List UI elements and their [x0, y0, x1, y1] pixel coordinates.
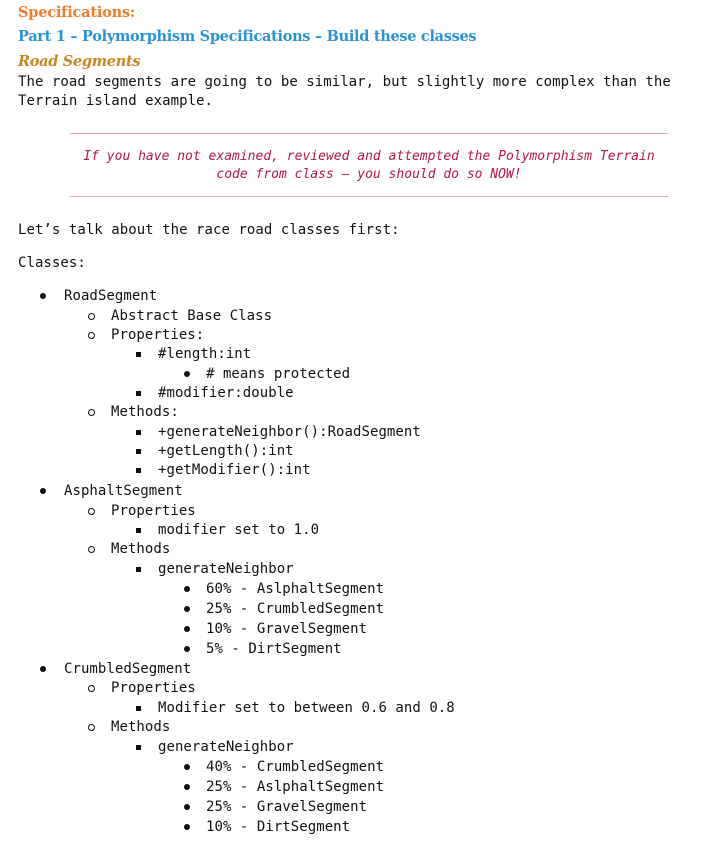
- classes-label: Classes:: [18, 255, 86, 271]
- circle-bullet-icon: [88, 332, 95, 339]
- lead-paragraph: Let’s talk about the race road classes f…: [18, 222, 400, 238]
- square-bullet-icon: [136, 745, 141, 750]
- square-bullet-icon: [136, 468, 141, 473]
- square-bullet-icon: [136, 449, 141, 454]
- disc-bullet-icon: [184, 804, 190, 810]
- road-segments-heading: Road Segments: [18, 53, 141, 70]
- disc-bullet-icon: [40, 293, 46, 299]
- square-bullet-icon: [136, 352, 141, 357]
- disc-bullet-icon: [184, 626, 190, 632]
- disc-bullet-icon: [184, 606, 190, 612]
- square-bullet-icon: [136, 528, 141, 533]
- disc-bullet-icon: [184, 646, 190, 652]
- disc-bullet-icon: [184, 784, 190, 790]
- part-1-heading: Part 1 – Polymorphism Specifications – B…: [18, 28, 477, 45]
- disc-bullet-icon: [184, 824, 190, 830]
- circle-bullet-icon: [88, 508, 95, 515]
- square-bullet-icon: [136, 391, 141, 396]
- warning-line-1: If you have not examined, reviewed and a…: [83, 149, 655, 164]
- square-bullet-icon: [136, 567, 141, 572]
- warning-line-2: code from class – you should do so NOW!: [216, 167, 522, 182]
- square-bullet-icon: [136, 706, 141, 711]
- disc-bullet-icon: [184, 764, 190, 770]
- warning-callout-text: If you have not examined, reviewed and a…: [70, 148, 668, 184]
- warning-callout: If you have not examined, reviewed and a…: [70, 133, 668, 197]
- specifications-heading: Specifications:: [18, 4, 136, 21]
- circle-bullet-icon: [88, 313, 95, 320]
- disc-bullet-icon: [40, 488, 46, 494]
- disc-bullet-icon: [40, 666, 46, 672]
- circle-bullet-icon: [88, 546, 95, 553]
- disc-bullet-icon: [184, 586, 190, 592]
- intro-paragraph: The road segments are going to be simila…: [18, 74, 671, 109]
- disc-bullet-icon: [184, 371, 190, 377]
- circle-bullet-icon: [88, 724, 95, 731]
- square-bullet-icon: [136, 430, 141, 435]
- circle-bullet-icon: [88, 409, 95, 416]
- circle-bullet-icon: [88, 685, 95, 692]
